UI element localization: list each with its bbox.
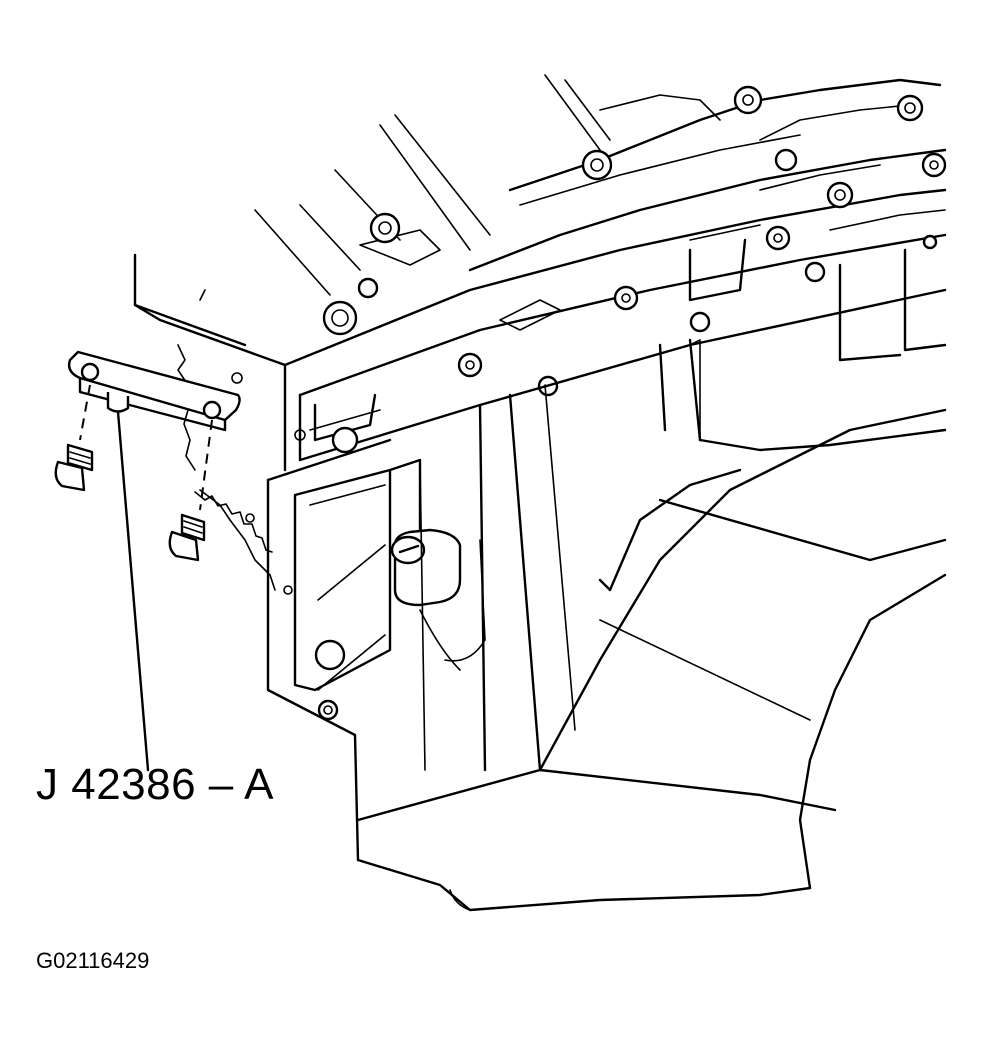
tool-callout-label: J 42386 – A [36,760,274,809]
head-bolt-bosses [322,85,947,397]
tool-bolt-left [54,443,94,492]
special-tool-bracket [67,350,241,511]
tool-bolt-right [168,513,206,562]
figure-id: G02116429 [36,948,150,973]
engine-block-lower [266,238,947,912]
flywheel-ring-gear [133,253,287,591]
tool-leader-line [116,410,150,772]
cylinder-head-area [254,74,947,397]
